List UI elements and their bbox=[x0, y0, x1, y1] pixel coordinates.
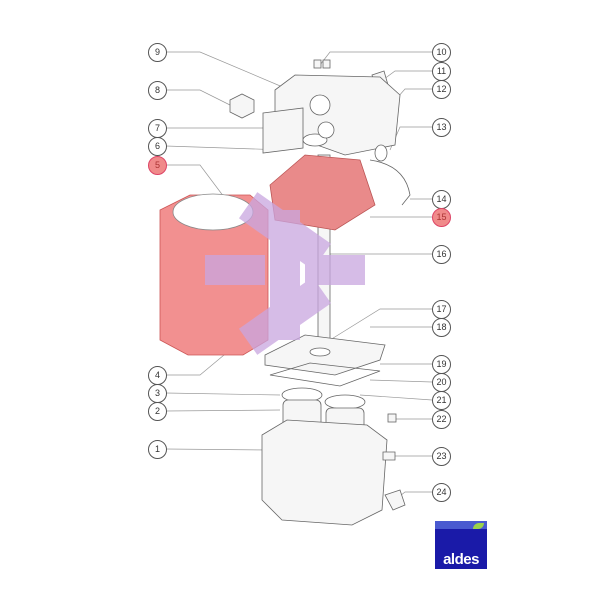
callout-12: 12 bbox=[432, 80, 451, 99]
callout-7: 7 bbox=[148, 119, 167, 138]
logo-text: aldes bbox=[443, 551, 479, 568]
aldes-logo: aldes bbox=[435, 521, 487, 569]
callout-19: 19 bbox=[432, 355, 451, 374]
callout-4: 4 bbox=[148, 366, 167, 385]
watermark bbox=[205, 192, 365, 355]
leaf-icon bbox=[473, 523, 484, 529]
callout-16: 16 bbox=[432, 245, 451, 264]
callout-17: 17 bbox=[432, 300, 451, 319]
callout-8: 8 bbox=[148, 81, 167, 100]
callout-13: 13 bbox=[432, 118, 451, 137]
callout-14: 14 bbox=[432, 190, 451, 209]
callout-11: 11 bbox=[432, 62, 451, 81]
callout-6: 6 bbox=[148, 137, 167, 156]
callout-22: 22 bbox=[432, 410, 451, 429]
callout-1: 1 bbox=[148, 440, 167, 459]
callout-23: 23 bbox=[432, 447, 451, 466]
callout-21: 21 bbox=[432, 391, 451, 410]
callout-2: 2 bbox=[148, 402, 167, 421]
callout-5: 5 bbox=[148, 156, 167, 175]
callout-3: 3 bbox=[148, 384, 167, 403]
callout-9: 9 bbox=[148, 43, 167, 62]
callout-24: 24 bbox=[432, 483, 451, 502]
callout-18: 18 bbox=[432, 318, 451, 337]
callout-15: 15 bbox=[432, 208, 451, 227]
callout-10: 10 bbox=[432, 43, 451, 62]
callout-20: 20 bbox=[432, 373, 451, 392]
leader-lines bbox=[165, 51, 433, 501]
logo-bar bbox=[435, 521, 487, 529]
